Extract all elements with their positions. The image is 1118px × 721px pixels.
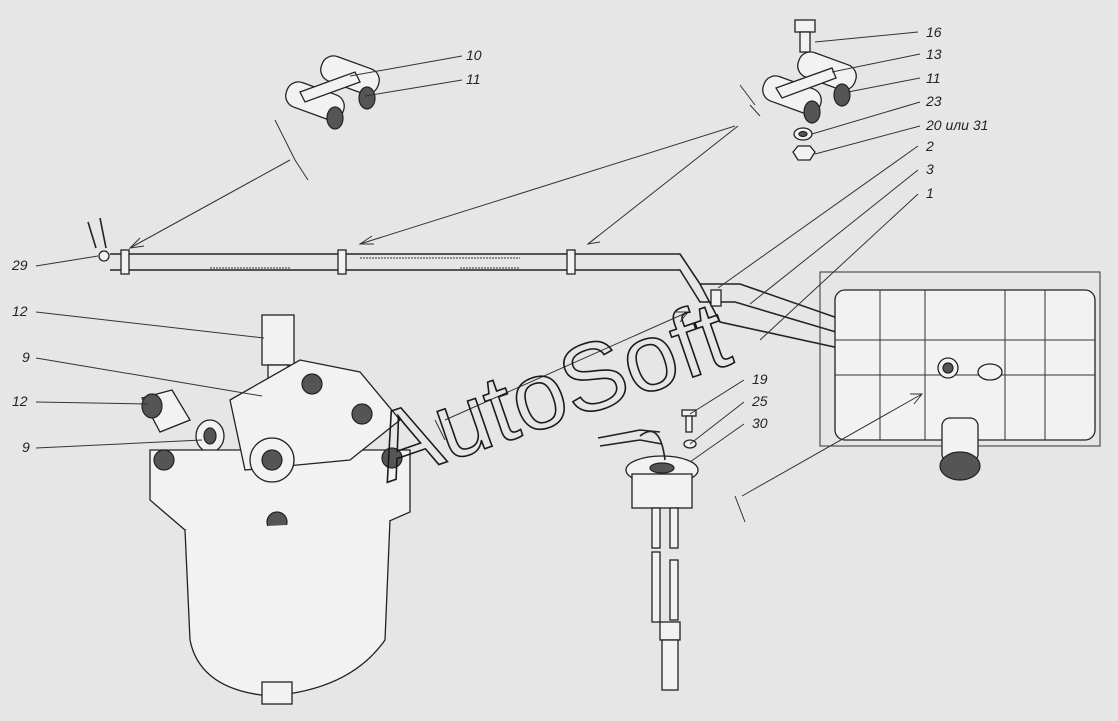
- callout-30: 30: [752, 415, 768, 431]
- callout-1: 1: [926, 185, 934, 201]
- callout-9-top: 9: [22, 349, 30, 365]
- callout-25: 25: [751, 393, 768, 409]
- callout-19: 19: [752, 371, 768, 387]
- clamp-left: [285, 55, 380, 130]
- callout-2: 2: [925, 138, 934, 154]
- callout-12-top: 12: [12, 303, 28, 319]
- leader-lines: [35, 31, 921, 463]
- callout-23: 23: [925, 93, 942, 109]
- callout-9-left: 9: [22, 439, 30, 455]
- fuel-intake: [597, 409, 699, 691]
- callout-12-left: 12: [12, 393, 28, 409]
- fuel-lines: [87, 217, 936, 369]
- callout-29: 29: [11, 257, 28, 273]
- callout-labels: 16 13 11 23 20 или 31 2 3 1 10 11 29 12 …: [11, 24, 988, 455]
- callout-10: 10: [466, 47, 482, 63]
- fuel-tank: [819, 271, 1101, 481]
- callout-11-right: 11: [926, 70, 941, 86]
- clamp-right: [762, 19, 857, 161]
- callout-3: 3: [926, 161, 934, 177]
- assembly-arrows: [128, 84, 924, 523]
- callout-11-left: 11: [466, 71, 481, 87]
- callout-16: 16: [926, 24, 942, 40]
- fuel-filter: [141, 314, 411, 705]
- callout-20-or-31: 20 или 31: [925, 117, 988, 133]
- callout-13: 13: [926, 46, 942, 62]
